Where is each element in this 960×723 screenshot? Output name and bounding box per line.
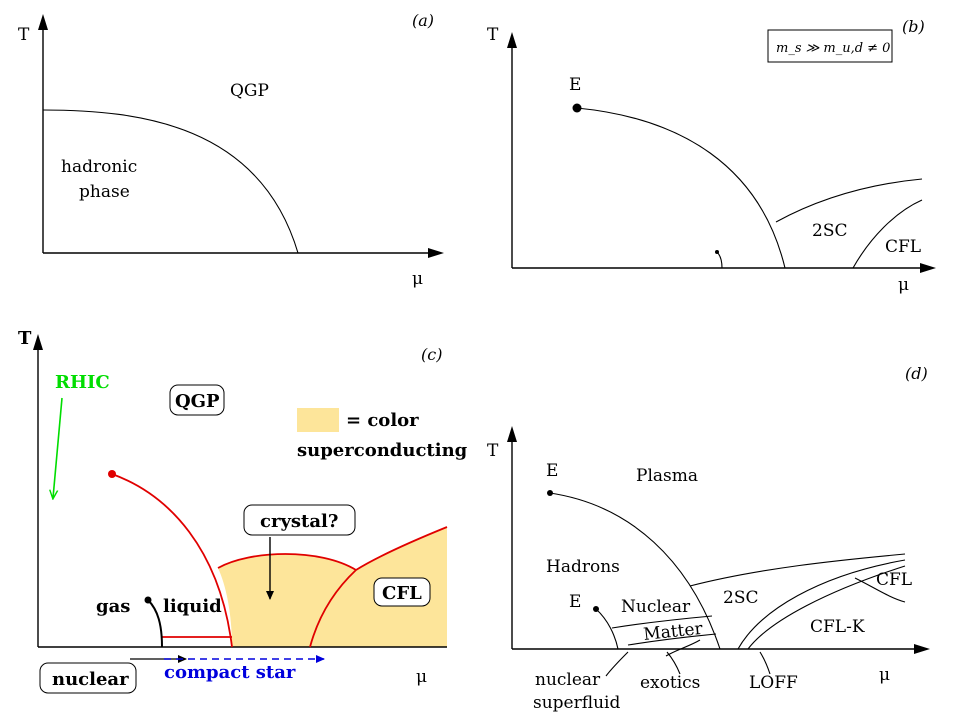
panel-b-nuclear-line bbox=[716, 251, 723, 269]
panel-d-nuclear-label: Nuclear bbox=[621, 597, 691, 617]
panel-c-t-arrowhead bbox=[33, 334, 43, 350]
panel-b-nuclear-point bbox=[715, 250, 719, 254]
panel-d-loff-label: LOFF bbox=[749, 673, 798, 693]
panel-d-t-arrowhead bbox=[507, 426, 517, 442]
panel-d-e-lower-label: E bbox=[569, 592, 581, 612]
panel-b-tag: (b) bbox=[902, 17, 925, 36]
panel-b-t-arrowhead bbox=[507, 32, 517, 48]
panel-d-e-upper-label: E bbox=[546, 461, 558, 481]
panel-c-legend-eq: = color bbox=[346, 410, 419, 431]
panel-d-critical-point-upper bbox=[547, 490, 553, 496]
panel-d-hadrons-label: Hadrons bbox=[546, 557, 620, 577]
panel-c-qgp-label: QGP bbox=[175, 391, 220, 412]
panel-c-crystal-label: crystal? bbox=[260, 511, 338, 532]
panel-b-mass-box bbox=[767, 29, 893, 63]
panel-a-qgp-label: QGP bbox=[230, 81, 269, 101]
panel-c-nuclear-box bbox=[39, 662, 137, 694]
panel-b-e-label: E bbox=[569, 75, 581, 95]
panel-c-legend-text: superconducting bbox=[297, 440, 468, 461]
panel-d-cfl-k-label: CFL-K bbox=[810, 617, 865, 637]
panel-d-exotics-pointer bbox=[666, 651, 681, 675]
panel-d-cfl-label: CFL bbox=[876, 570, 912, 590]
panel-b-mu-label: μ bbox=[898, 275, 909, 295]
panel-c-cfl-boundary bbox=[309, 526, 448, 648]
panel-a: T μ (a) QGP hadronic phase bbox=[18, 11, 444, 289]
panel-d-cfl-k-line bbox=[854, 577, 906, 603]
panel-d-mu-arrowhead bbox=[914, 644, 930, 654]
panel-a-phase-boundary bbox=[42, 109, 299, 254]
panel-d-t-label: T bbox=[487, 441, 499, 461]
panel-a-hadronic-label-2: phase bbox=[79, 182, 130, 202]
panel-d-nuclear-matter-lower bbox=[627, 633, 717, 646]
panel-b-first-order-line bbox=[576, 107, 786, 269]
panel-c-rhic-arrow bbox=[53, 397, 63, 498]
panel-d-nuclear-matter-upper bbox=[611, 615, 713, 629]
panel-c-liquid-label: liquid bbox=[163, 596, 222, 617]
panel-a-hadronic-label-1: hadronic bbox=[61, 157, 137, 177]
panel-b-critical-point-e bbox=[572, 103, 582, 113]
panel-b-2sc-upper-line bbox=[775, 178, 923, 223]
panel-b-cfl-label: CFL bbox=[885, 237, 921, 257]
panel-d-plasma-label: Plasma bbox=[636, 466, 698, 486]
panel-d-2sc-upper-line bbox=[689, 553, 906, 587]
panel-d-critical-point-lower bbox=[593, 606, 599, 612]
panel-c-crystal-box bbox=[243, 504, 356, 536]
panel-c-gas-label: gas bbox=[96, 596, 130, 617]
panel-c-rhic-label: RHIC bbox=[55, 372, 110, 393]
panel-d-tag: (d) bbox=[905, 364, 928, 383]
panel-d: T μ (d) E Plasma Hadrons E Nuclear Matte… bbox=[487, 364, 930, 713]
panel-c-cfl-box bbox=[373, 577, 431, 607]
panel-a-mu-arrowhead bbox=[428, 248, 444, 258]
panel-c-crystal-boundary bbox=[217, 553, 357, 571]
panel-c-hadron-qgp-line bbox=[111, 473, 233, 648]
panel-a-t-label: T bbox=[18, 25, 30, 45]
panel-c-legend-swatch bbox=[297, 408, 339, 432]
panel-d-loff-outer-line bbox=[737, 559, 906, 650]
panel-d-loff-pointer bbox=[759, 651, 771, 675]
panel-c-liquid-gas-line bbox=[147, 599, 163, 648]
panel-c-liquid-gas-point bbox=[144, 596, 152, 604]
panel-c-compact-star-label: compact star bbox=[164, 662, 296, 683]
panel-c-mu-label: μ bbox=[416, 667, 427, 687]
panel-d-loff-inner-line bbox=[747, 565, 906, 650]
panel-c-tag: (c) bbox=[421, 345, 442, 364]
panel-d-superfluid-pointer bbox=[605, 651, 629, 677]
panel-b: m_s ≫ m_u,d ≠ 0 T μ (b) E 2SC CFL bbox=[487, 17, 936, 295]
panel-a-tag: (a) bbox=[412, 11, 434, 30]
panel-d-superfluid-label-1: nuclear bbox=[535, 670, 601, 690]
panel-c-superconducting-region bbox=[218, 527, 447, 647]
panel-d-exotics-label: exotics bbox=[640, 673, 700, 693]
panel-c-cfl-label: CFL bbox=[382, 583, 422, 604]
panel-d-nuclear-gas-line bbox=[595, 608, 619, 650]
panel-a-mu-label: μ bbox=[412, 269, 423, 289]
panel-a-t-arrowhead bbox=[38, 14, 48, 30]
panel-c-critical-point bbox=[108, 470, 116, 478]
panel-c-nuclear-label: nuclear bbox=[52, 669, 129, 690]
panel-d-mu-label: μ bbox=[879, 665, 890, 685]
panel-c-qgp-box bbox=[169, 384, 225, 416]
panel-b-2sc-label: 2SC bbox=[812, 221, 847, 241]
panel-b-cfl-line bbox=[852, 199, 923, 269]
panel-d-exotics-bracket bbox=[665, 639, 701, 657]
panel-b-t-label: T bbox=[487, 25, 499, 45]
panel-d-superfluid-label-2: superfluid bbox=[533, 693, 620, 713]
panel-c-t-label: T bbox=[18, 328, 32, 349]
panel-b-mass-condition: m_s ≫ m_u,d ≠ 0 bbox=[776, 41, 890, 56]
panel-c: T μ (c) RHIC QGP = color superconducting… bbox=[18, 328, 468, 694]
panel-b-mu-arrowhead bbox=[920, 263, 936, 273]
panel-d-2sc-label: 2SC bbox=[723, 588, 758, 608]
